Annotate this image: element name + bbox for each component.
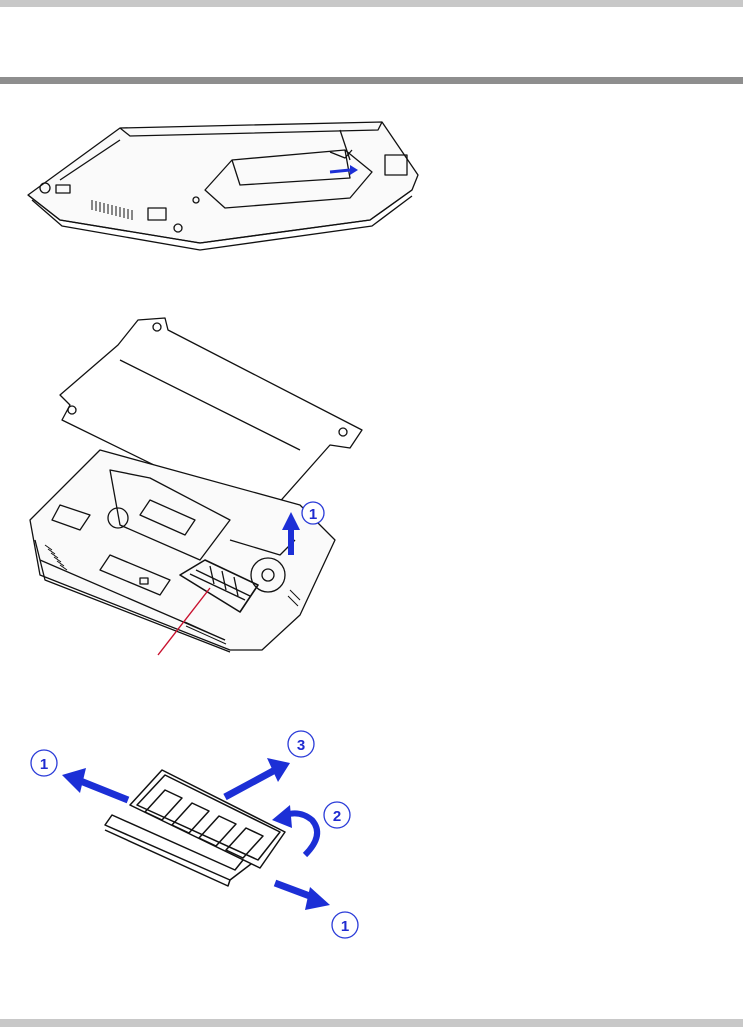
figure-3-callout-3: 3 bbox=[288, 731, 314, 757]
figure-3-callout-1-left: 1 bbox=[31, 750, 57, 776]
svg-text:1: 1 bbox=[40, 756, 48, 773]
figure-3-callout-1-right: 1 bbox=[332, 912, 358, 938]
bottom-bar bbox=[0, 1019, 743, 1027]
svg-text:1: 1 bbox=[341, 918, 349, 935]
svg-text:2: 2 bbox=[333, 808, 341, 825]
figure-3-memory-module-removal: 1 3 2 1 bbox=[0, 0, 743, 960]
figure-3-callout-2: 2 bbox=[324, 802, 350, 828]
svg-text:3: 3 bbox=[297, 737, 305, 754]
